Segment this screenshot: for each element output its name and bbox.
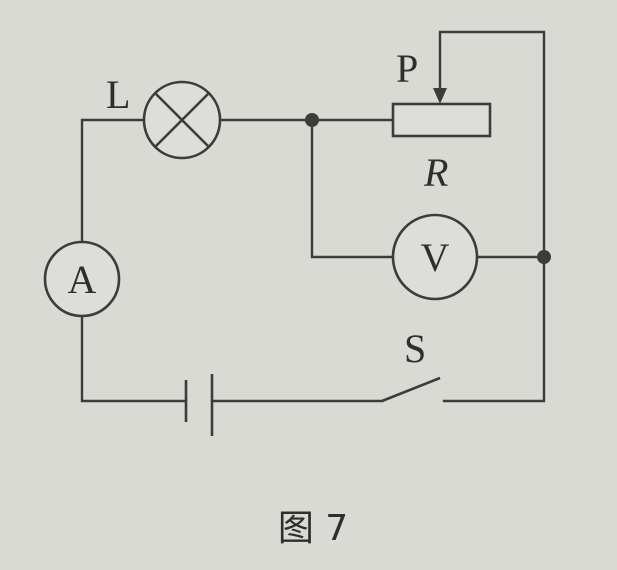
ammeter-circle — [43, 240, 121, 318]
resistor-label: R — [423, 150, 448, 195]
rheostat-body — [391, 102, 492, 138]
figure-caption: 图 7 — [278, 508, 348, 549]
slider-arrowhead — [433, 88, 447, 104]
switch-blade — [381, 376, 441, 403]
wire-junction-to-voltmeter — [310, 118, 395, 259]
wire-left-top — [80, 118, 145, 245]
wire-right-bottom — [442, 255, 546, 403]
switch — [381, 376, 441, 403]
lamp-label: L — [106, 72, 130, 117]
slider-label: P — [396, 46, 418, 91]
lamp-cross-2 — [154, 92, 210, 148]
switch-label: S — [404, 326, 426, 371]
junction-node-left — [305, 113, 319, 127]
wires — [80, 30, 546, 403]
wire-battery-to-ammeter — [80, 313, 188, 403]
lamp — [142, 80, 222, 160]
voltmeter-circle — [391, 213, 479, 301]
voltmeter: V — [391, 213, 479, 301]
ammeter: A — [43, 240, 121, 318]
battery — [184, 374, 214, 436]
junction-node-right — [537, 250, 551, 264]
voltmeter-label: V — [421, 235, 450, 280]
rheostat — [391, 88, 492, 138]
ammeter-label: A — [68, 257, 97, 302]
wire-slider — [438, 30, 546, 259]
